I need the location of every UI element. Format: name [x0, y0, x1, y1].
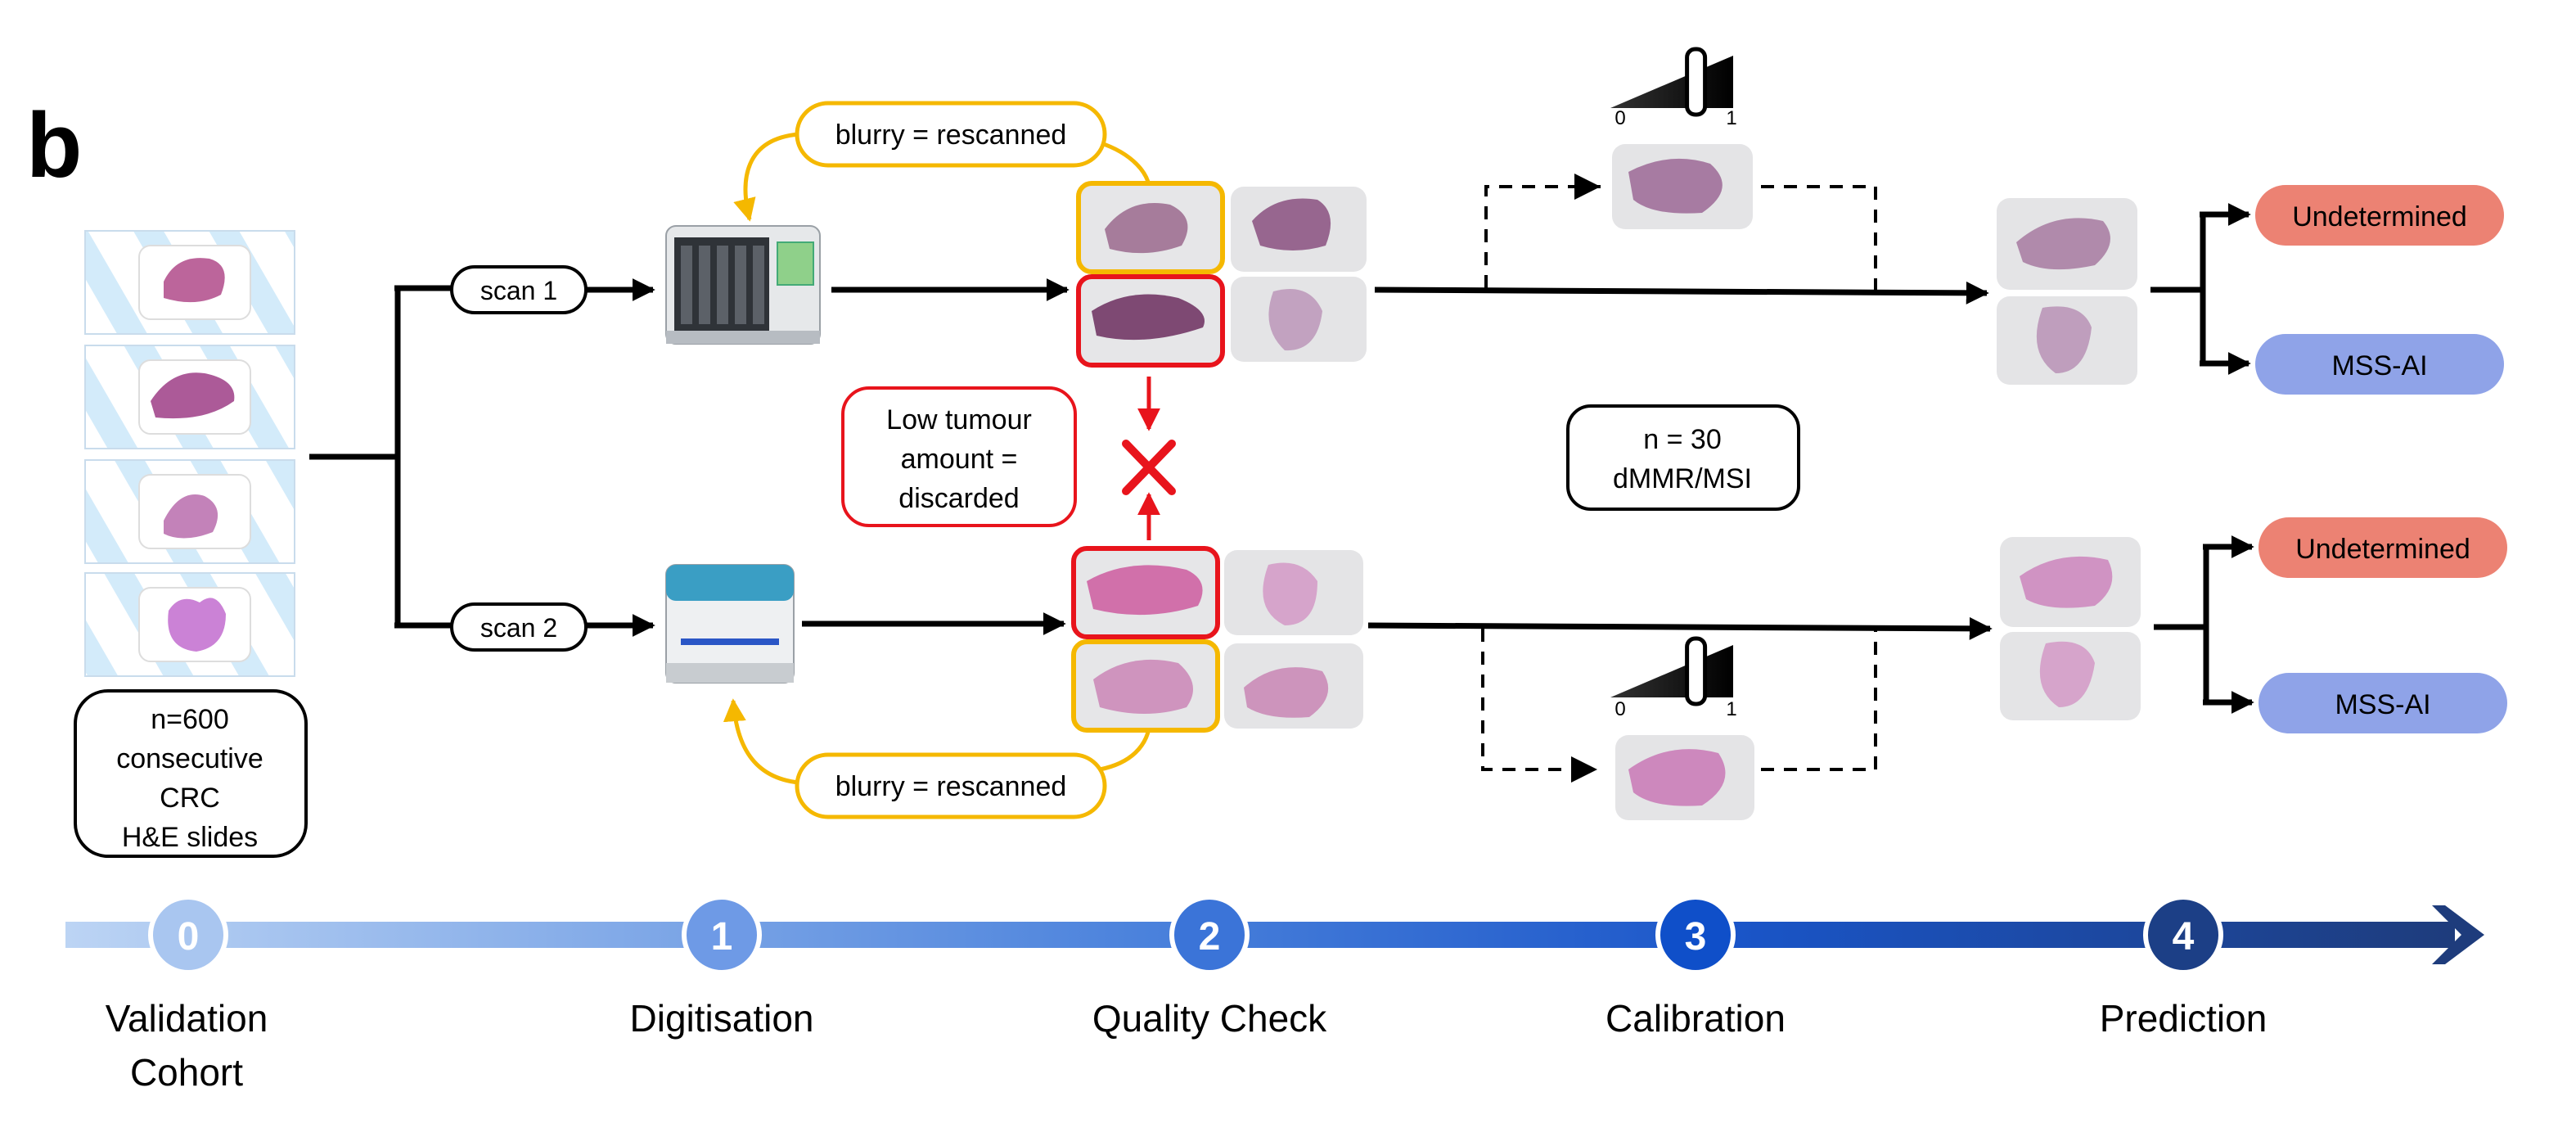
calibration-loop-bottom — [1481, 629, 1877, 771]
cohort-slide-4 — [84, 572, 295, 677]
prediction-branches — [2150, 203, 2254, 714]
svg-text:blurry = rescanned: blurry = rescanned — [835, 120, 1067, 151]
svg-text:0: 0 — [1615, 107, 1625, 129]
svg-text:blurry = rescanned: blurry = rescanned — [835, 771, 1067, 802]
svg-text:consecutive: consecutive — [116, 743, 263, 774]
calibration-loop-top — [1484, 185, 1877, 291]
prediction-slides-bottom — [2000, 537, 2141, 720]
scanner-1-image — [665, 225, 821, 345]
timeline-step-circle — [148, 895, 228, 975]
timeline-step-circle — [682, 895, 762, 975]
svg-text:Undetermined: Undetermined — [2292, 201, 2467, 232]
svg-text:Digitisation: Digitisation — [630, 997, 814, 1040]
timeline-step-2: 2 Quality Check — [1092, 895, 1327, 1040]
cohort-slide-2 — [84, 345, 295, 449]
cohort-slides — [84, 230, 295, 677]
threshold-slider-bottom: 0 1 — [1610, 636, 1737, 720]
svg-text:Validation: Validation — [106, 997, 268, 1040]
calibration-count-box: n = 30 dMMR/MSI — [1566, 404, 1800, 511]
svg-text:amount =: amount = — [901, 444, 1018, 475]
cohort-box: n=600 consecutive CRC H&E slides — [74, 689, 308, 858]
scan2-label: scan 2 — [450, 602, 588, 652]
timeline-step-1: 1 Digitisation — [630, 895, 814, 1040]
svg-text:Cohort: Cohort — [130, 1051, 243, 1094]
svg-text:4: 4 — [2173, 915, 2195, 959]
svg-text:dMMR/MSI: dMMR/MSI — [1613, 463, 1752, 494]
qc-slides-bottom — [1071, 546, 1363, 733]
svg-text:3: 3 — [1685, 915, 1707, 959]
svg-text:0: 0 — [1615, 698, 1625, 720]
prediction-slides-top — [1997, 198, 2137, 385]
svg-text:0: 0 — [178, 915, 200, 959]
discard-marker — [1122, 377, 1176, 540]
svg-text:discarded: discarded — [898, 483, 1019, 514]
svg-text:n=600: n=600 — [151, 704, 229, 735]
branch-lines — [309, 278, 655, 637]
panel-label: b — [26, 94, 82, 196]
outcome-mss-ai-top: MSS-AI — [2255, 334, 2504, 395]
svg-text:1: 1 — [711, 915, 733, 959]
svg-text:scan 2: scan 2 — [480, 613, 557, 643]
svg-text:n = 30: n = 30 — [1643, 424, 1721, 455]
outcome-undetermined-bottom: Undetermined — [2259, 517, 2507, 578]
cohort-slide-1 — [84, 230, 295, 335]
scanner-2-image — [665, 564, 795, 684]
calibration-loop-bottom-head — [1571, 756, 1597, 783]
calibration-loop-top-head — [1574, 174, 1601, 200]
svg-text:CRC: CRC — [160, 783, 220, 814]
svg-text:MSS-AI: MSS-AI — [2331, 350, 2427, 381]
timeline-step-circle — [1655, 895, 1736, 975]
low-tumour-box: Low tumour amount = discarded — [841, 386, 1077, 527]
blurry-rescanned-bottom: blurry = rescanned — [723, 698, 1151, 819]
svg-text:MSS-AI: MSS-AI — [2335, 689, 2430, 720]
svg-text:1: 1 — [1726, 698, 1736, 720]
svg-text:H&E slides: H&E slides — [122, 822, 258, 853]
discard-x-icon — [1122, 440, 1176, 495]
svg-text:1: 1 — [1726, 107, 1736, 129]
main-flow-arrows — [1367, 281, 1993, 640]
svg-text:Calibration: Calibration — [1605, 997, 1786, 1040]
cohort-slide-3 — [84, 459, 295, 564]
svg-text:2: 2 — [1199, 915, 1221, 959]
timeline: 0 Validation Cohort 1 Digitisation 2 Qua… — [65, 895, 2484, 1094]
svg-text:Undetermined: Undetermined — [2295, 534, 2470, 565]
outcome-undetermined-top: Undetermined — [2255, 185, 2504, 246]
timeline-bar — [65, 922, 2455, 948]
calibration-slide-top — [1612, 144, 1753, 229]
qc-slides-top — [1076, 181, 1367, 368]
outcome-mss-ai-bottom: MSS-AI — [2259, 673, 2507, 733]
digitisation-arrows — [802, 278, 1070, 635]
timeline-step-3: 3 Calibration — [1605, 895, 1786, 1040]
timeline-step-circle — [1169, 895, 1250, 975]
threshold-slider-top: 0 1 — [1610, 47, 1737, 129]
blurry-rescanned-top: blurry = rescanned — [733, 101, 1151, 222]
calibration-slide-bottom — [1615, 735, 1754, 820]
scan1-label: scan 1 — [450, 265, 588, 314]
svg-text:Low tumour: Low tumour — [886, 404, 1032, 435]
svg-text:Quality Check: Quality Check — [1092, 997, 1327, 1040]
timeline-step-4: 4 Prediction — [2100, 895, 2268, 1040]
svg-text:Prediction: Prediction — [2100, 997, 2268, 1040]
timeline-arrowhead — [2432, 905, 2484, 964]
svg-text:scan 1: scan 1 — [480, 276, 557, 305]
timeline-step-0: 0 Validation Cohort — [106, 895, 268, 1094]
timeline-step-circle — [2143, 895, 2223, 975]
